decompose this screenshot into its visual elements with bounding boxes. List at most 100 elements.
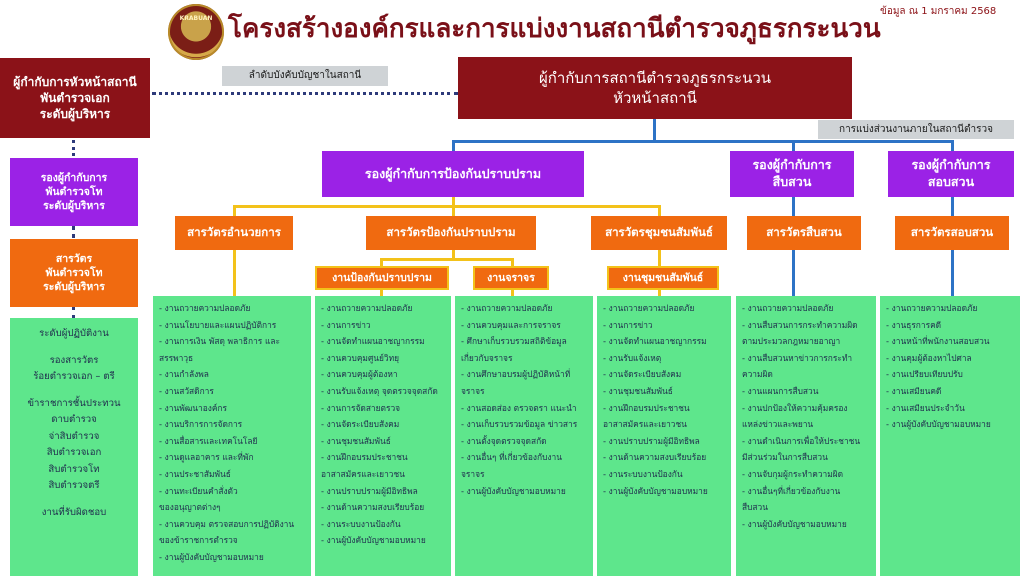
task-item: - งานคุมผู้ต้องหาไปศาล xyxy=(886,352,972,363)
task-item: อาสาสมัครและเยาวชน xyxy=(603,419,687,430)
task-item: - งานจัดระเบียบสังคม xyxy=(603,369,682,380)
task-item: - งานเก็บรวบรวมข้อมูล ข่าวสาร xyxy=(461,419,578,430)
connector xyxy=(658,250,661,266)
task-item: - งานถวายความปลอดภัย xyxy=(321,303,413,313)
connector xyxy=(792,197,795,217)
legend-line: งานที่รับผิดชอบ xyxy=(41,506,107,518)
task-item: - งานถวายความปลอดภัย xyxy=(742,303,834,313)
box-line: รองผู้กำกับการ xyxy=(752,157,832,173)
legend-line: ข้าราชการชั้นประทวน xyxy=(27,397,121,409)
inspector-inquiry-box: สารวัตรสอบสวน xyxy=(895,216,1009,250)
task-item: - งานถวายความปลอดภัย xyxy=(159,303,251,313)
connector xyxy=(380,290,383,296)
task-item: - งานฝึกอบรมประชาชน xyxy=(603,402,690,413)
police-badge-logo: KRABUAN xyxy=(168,4,224,60)
task-item: - งานแผนการสืบสวน xyxy=(742,385,819,396)
connector xyxy=(452,197,455,207)
task-item: ของข้าราชการตำรวจ xyxy=(159,535,238,546)
legend-line: พันตำรวจโท xyxy=(45,185,103,198)
task-item: - งานดูแลอาคาร และที่พัก xyxy=(159,452,254,463)
connector xyxy=(511,258,514,266)
task-item: - งานสอดส่อง ตรวจตรา แนะนำ xyxy=(461,402,577,413)
connector xyxy=(452,205,455,217)
legend-line: ระดับผู้ปฏิบัติงาน xyxy=(39,328,109,339)
legend-line: ระดับผู้บริหาร xyxy=(39,107,111,122)
tasks-prevention-column: - งานถวายความปลอดภัย - งานการข่าว - งานจัด… xyxy=(315,296,451,576)
task-item: - งานประชาสัมพันธ์ xyxy=(159,468,231,479)
legend-line: จ่าสิบตำรวจ xyxy=(48,430,100,442)
connector xyxy=(233,250,236,296)
connector xyxy=(658,290,661,296)
station-superintendent-box: ผู้กำกับการสถานีตำรวจภูธรกระนวน หัวหน้าส… xyxy=(458,57,852,119)
task-item: - งานสื่อสารและเทคโนโลยี xyxy=(159,435,258,446)
task-item: - งานด้านความสงบเรียบร้อย xyxy=(321,502,425,513)
legend-line: รองผู้กำกับการ xyxy=(40,171,108,184)
legend-line: สิบตำรวจเอก xyxy=(46,447,102,458)
task-item: - งานศึกษาอบรมผู้ปฏิบัติหน้าที่ xyxy=(461,369,571,380)
task-item: - งานสวัสดิการ xyxy=(159,385,214,396)
task-item: - งานจัดทำแผนอาชญากรรม xyxy=(321,336,425,347)
legend-line: ระดับผู้บริหาร xyxy=(43,200,105,213)
legend-line: ร้อยตำรวจเอก – ตรี xyxy=(33,371,115,382)
box-line: สอบสวน xyxy=(927,174,975,189)
connector xyxy=(452,140,954,143)
unit-traffic-box: งานจราจร xyxy=(473,266,549,290)
task-item: - งานถวายความปลอดภัย xyxy=(886,303,978,313)
as-of-date: ข้อมูล ณ 1 มกราคม 2568 xyxy=(880,6,997,17)
box-line: หัวหน้าสถานี xyxy=(613,89,697,107)
task-item: - งานการจัดสายตรวจ xyxy=(321,402,401,413)
task-item: - งานด้านความสงบเรียบร้อย xyxy=(603,452,707,463)
task-item: - งานรับแจ้งเหตุ จุดตรวจจุดสกัด xyxy=(321,385,438,396)
task-item: สืบสวน xyxy=(742,502,768,513)
connector xyxy=(380,258,514,261)
tasks-inquiry-column: - งานถวายความปลอดภัย- งานธุรการคดี- งานห… xyxy=(880,296,1020,576)
legend-line: พันตำรวจเอก xyxy=(40,90,110,105)
task-item: - งานควบคุม ตรวจสอบการปฏิบัติงาน xyxy=(159,518,295,529)
task-item: - งานพัฒนาองค์กร xyxy=(159,402,228,413)
connector xyxy=(452,250,455,260)
task-item: ตามประมวลกฎหมายอาญา xyxy=(742,336,841,347)
command-line-label: ลำดับบังคับบัญชาในสถานี xyxy=(222,66,388,86)
task-item: - งานสืบสวนหาข่าวการกระทำ xyxy=(742,352,853,363)
legend-line: สิบตำรวจตรี xyxy=(48,480,100,491)
legend-inspector: สารวัตร พันตำรวจโท ระดับผู้บริหาร xyxy=(10,239,138,307)
inspector-community-box: สารวัตรชุมชนสัมพันธ์ xyxy=(591,216,727,250)
legend-connector xyxy=(72,140,75,156)
task-item: - งานอื่นๆที่เกี่ยวข้องกับงาน xyxy=(742,485,841,496)
legend-line: ระดับผู้บริหาร xyxy=(43,281,105,294)
task-item: - งานนโยบายและแผนปฏิบัติการ xyxy=(159,319,277,330)
inspector-prevention-box: สารวัตรป้องกันปราบปราม xyxy=(366,216,536,250)
task-item: มีส่วนร่วมในการสืบสวน xyxy=(742,452,828,463)
legend-operational-level: ระดับผู้ปฏิบัติงาน รองสารวัตร ร้อยตำรวจเ… xyxy=(10,318,138,576)
connector xyxy=(233,205,660,208)
task-item: - งานชุมชนสัมพันธ์ xyxy=(603,385,673,396)
connector xyxy=(233,205,236,217)
connector xyxy=(951,197,954,217)
task-item: - งานเสมียนประจำวัน xyxy=(886,402,965,413)
tasks-traffic-column: - งานถวายความปลอดภัย- งานควบคุมและการจรา… xyxy=(455,296,593,576)
task-item: แหล่งข่าวและพยาน xyxy=(742,419,814,430)
task-item: - งานเสมียนคดี xyxy=(886,385,942,396)
box-line: รองผู้กำกับการ xyxy=(911,157,991,173)
box-line: ผู้กำกับการสถานีตำรวจภูธรกระนวน xyxy=(538,68,772,87)
task-item: จราจร xyxy=(461,385,485,396)
connector xyxy=(653,119,656,141)
task-item: - งานปราบปรามผู้มีอิทธิพล xyxy=(603,435,700,446)
task-item: - งานถวายความปลอดภัย xyxy=(461,303,553,313)
legend-line: สิบตำรวจโท xyxy=(48,463,100,475)
task-item: - งานการข่าว xyxy=(321,319,371,330)
legend-connector xyxy=(72,226,75,238)
task-item: - งานจับกุมผู้กระทำความผิด xyxy=(742,468,844,479)
task-item: - งานการข่าว xyxy=(603,319,653,330)
task-item: - งานกำลังพล xyxy=(159,369,209,380)
task-item: - งานทะเบียนคำสั่งตัว xyxy=(159,485,238,496)
task-item: - งานหน้าที่พนักงานสอบสวน xyxy=(886,336,990,347)
task-item: - งานชุมชนสัมพันธ์ xyxy=(321,435,391,446)
task-item: - งานผู้บังคับบัญชามอบหมาย xyxy=(461,485,566,496)
task-item: - งานเปรียบเทียบปรับ xyxy=(886,369,963,380)
connector xyxy=(792,140,795,152)
task-item: - งานบริการการจัดการ xyxy=(159,419,243,430)
inspector-admin-box: สารวัตรอำนวยการ xyxy=(175,216,293,250)
box-line: สืบสวน xyxy=(772,174,812,189)
task-item: - งานระบบงานป้องกัน xyxy=(603,468,683,479)
